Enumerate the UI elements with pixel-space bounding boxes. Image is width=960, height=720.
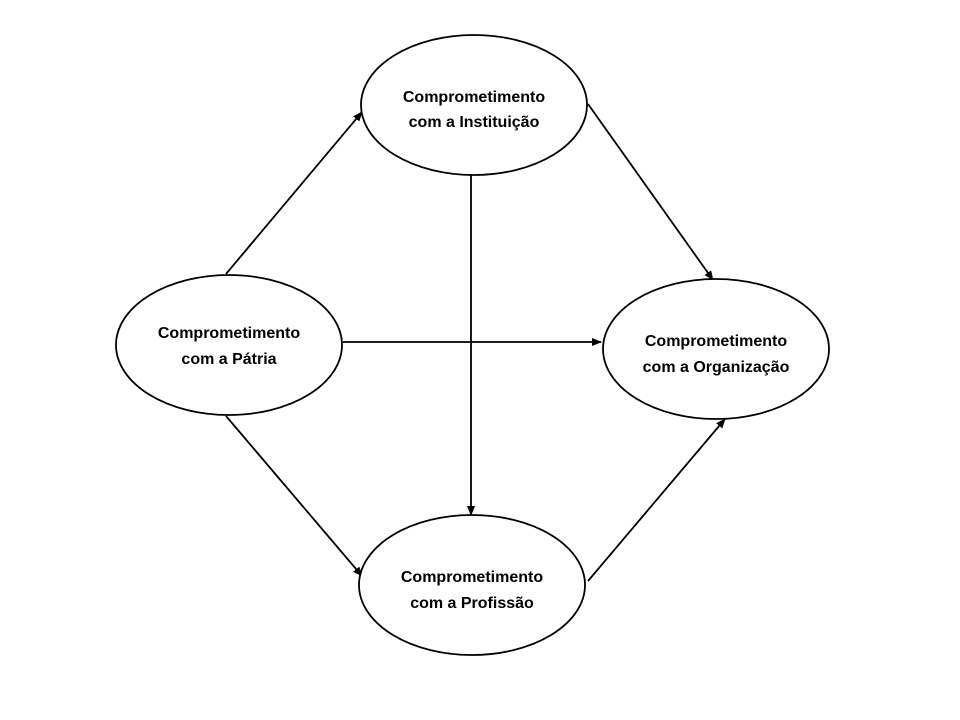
node-profissao-label-line1: Comprometimento (401, 569, 543, 586)
node-instituicao-label-line2: com a Instituição (409, 114, 540, 131)
node-patria-label-line2: com a Pátria (181, 351, 276, 368)
edge-patria-to-instituicao (225, 111, 363, 275)
node-patria: Comprometimento com a Pátria (115, 274, 343, 416)
node-profissao-ellipse (358, 514, 586, 656)
edge-profissao-to-organizacao (587, 418, 726, 582)
node-patria-label-line1: Comprometimento (158, 325, 300, 342)
node-profissao-label-line2: com a Profissão (410, 595, 534, 612)
node-instituicao-label-line1: Comprometimento (403, 89, 545, 106)
node-profissao: Comprometimento com a Profissão (358, 514, 586, 656)
node-organizacao-label-line1: Comprometimento (645, 333, 787, 350)
edge-patria-to-profissao (225, 415, 363, 577)
node-instituicao-ellipse (360, 34, 588, 176)
edges (225, 103, 726, 582)
node-instituicao: Comprometimento com a Instituição (360, 34, 588, 176)
node-organizacao-ellipse (602, 278, 830, 420)
node-patria-ellipse (115, 274, 343, 416)
node-organizacao-label-line2: com a Organização (643, 359, 790, 376)
node-organizacao: Comprometimento com a Organização (602, 278, 830, 420)
edge-instituicao-to-organizacao (587, 103, 714, 281)
